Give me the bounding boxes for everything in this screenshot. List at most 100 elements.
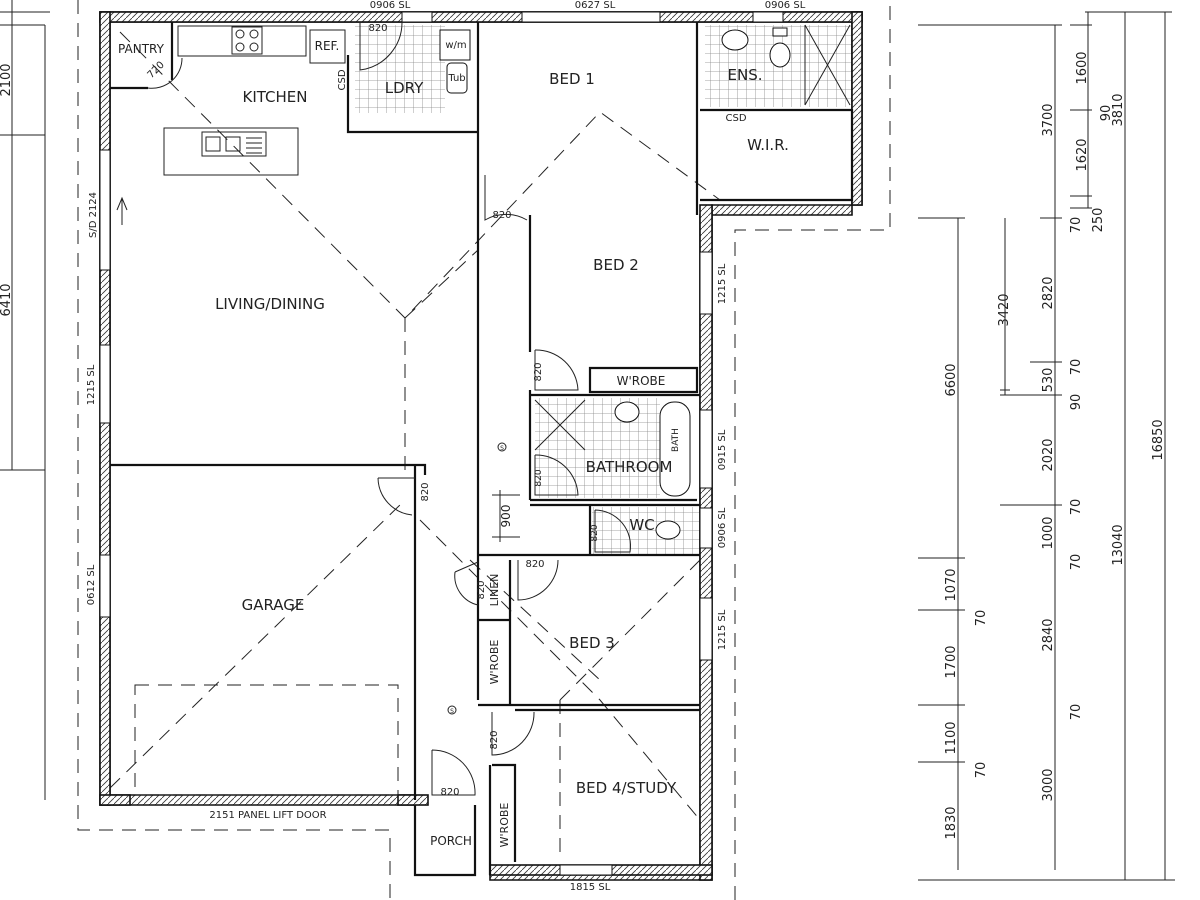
door-size: 820 xyxy=(420,482,431,501)
room-label-linen: LINEN xyxy=(488,574,501,607)
room-label-kitchen: KITCHEN xyxy=(243,88,308,106)
windows xyxy=(99,11,784,876)
room-label-living: LIVING/DINING xyxy=(215,295,325,313)
dimension-label: 2100 xyxy=(0,63,14,96)
dimension-label: 2820 xyxy=(1041,276,1056,309)
door-size: 820 xyxy=(489,730,500,749)
window-label: 1215 SL xyxy=(86,364,97,405)
dimension-label: 70 xyxy=(1069,554,1084,571)
dimension-label: 70 xyxy=(1069,499,1084,516)
door-size: 820 xyxy=(534,469,544,486)
bath-label: BATH xyxy=(671,428,681,452)
dimension-label: 1070 xyxy=(944,568,959,601)
room-label-bed1: BED 1 xyxy=(549,70,595,88)
room-label-ensuite: ENS. xyxy=(728,66,763,84)
doors xyxy=(116,21,631,796)
wet-fixtures xyxy=(439,24,851,540)
room-label-porch: PORCH xyxy=(430,834,472,848)
room-label-wrobe: W'ROBE xyxy=(498,803,511,848)
dimension-label: 1000 xyxy=(1041,516,1056,549)
dimension-label: 530 xyxy=(1041,368,1056,393)
tub-label: Tub xyxy=(447,73,465,84)
dimension-label: 6600 xyxy=(944,363,959,396)
window-label: 0627 SL xyxy=(575,0,616,11)
dimension-label: 3810 xyxy=(1111,93,1126,126)
bath-icon xyxy=(659,401,691,497)
hall-width: 900 xyxy=(499,505,513,528)
dimension-label: 250 xyxy=(1091,208,1106,233)
window-label: 0906 SL xyxy=(370,0,411,11)
room-label-bed4: BED 4/STUDY xyxy=(576,779,677,797)
room-label-bathroom: BATHROOM xyxy=(586,458,673,476)
door-size: 820 xyxy=(476,580,487,599)
window-label: 0915 SL xyxy=(717,429,728,470)
room-label-bed2: BED 2 xyxy=(593,256,639,274)
room-label-wir: W.I.R. xyxy=(747,136,789,154)
csd-label: CSD xyxy=(725,113,746,124)
window-label: 1215 SL xyxy=(717,609,728,650)
room-label-wrobe: W'ROBE xyxy=(488,640,501,685)
dimension-label: 70 xyxy=(1069,217,1084,234)
kitchen-island xyxy=(163,127,299,176)
door-size: 820 xyxy=(533,362,544,381)
internal-walls xyxy=(110,22,854,877)
window-label: 1815 SL xyxy=(570,882,611,893)
room-label-bed3: BED 3 xyxy=(569,634,615,652)
door-size: 820 xyxy=(590,524,600,541)
room-label-wc: WC xyxy=(629,516,654,534)
window-label: 0612 SL xyxy=(86,564,97,605)
sink-icon xyxy=(201,131,267,157)
toilet-icon xyxy=(769,42,791,68)
door-labels: 720 820 820 820 820 820 820 820 820 820 … xyxy=(146,23,600,798)
window-label: 0906 SL xyxy=(717,507,728,548)
smoke-detector-icon xyxy=(497,442,507,452)
dimension-label: 3700 xyxy=(1041,103,1056,136)
dimension-label: 2840 xyxy=(1041,618,1056,651)
window-label: 0906 SL xyxy=(765,0,806,11)
room-labels: PANTRY KITCHEN LIVING/DINING GARAGE LDRY… xyxy=(118,42,789,848)
dimension-label: 1830 xyxy=(944,806,959,839)
room-label-laundry: LDRY xyxy=(385,79,424,97)
fridge-icon xyxy=(309,29,346,64)
door-size: 820 xyxy=(440,787,459,798)
washer-label: w/m xyxy=(445,40,466,51)
smoke-detector-label: S xyxy=(450,708,454,715)
dimension-lines xyxy=(0,0,1175,881)
dimension-label: 16850 xyxy=(1151,419,1166,460)
room-label-wrobe: W'ROBE xyxy=(617,374,666,388)
garage-door-outline xyxy=(134,684,399,796)
door-size: 820 xyxy=(368,23,387,34)
room-label-pantry: PANTRY xyxy=(118,42,165,56)
window-label: 1215 SL xyxy=(717,263,728,304)
washing-machine-icon xyxy=(439,29,471,61)
door-size: 720 xyxy=(146,60,167,81)
dimension-label: 3000 xyxy=(1041,768,1056,801)
dimension-labels: 2100 6410 6600 1070 70 1700 1100 70 1830… xyxy=(0,51,1166,839)
dimension-label: 90 xyxy=(1069,394,1084,411)
dimension-label: 1620 xyxy=(1075,138,1090,171)
dimension-label: 1100 xyxy=(944,721,959,754)
basin-icon xyxy=(721,29,749,51)
dimension-label: 3420 xyxy=(997,293,1012,326)
fixture-labels: REF. w/m Tub BATH CSD CSD xyxy=(315,39,747,452)
kitchen-fixtures xyxy=(147,25,346,176)
toilet-icon xyxy=(655,520,681,540)
window-label: S/D 2124 xyxy=(88,192,99,238)
dimension-label: 2020 xyxy=(1041,438,1056,471)
tub-icon xyxy=(446,62,468,94)
dimension-label: 6410 xyxy=(0,283,14,316)
dimension-label: 70 xyxy=(974,762,989,779)
window-labels: 0906 SL 0627 SL 0906 SL S/D 2124 1215 SL… xyxy=(86,0,806,893)
fridge-label: REF. xyxy=(315,39,340,53)
room-label-garage: GARAGE xyxy=(242,596,305,614)
dimension-label: 70 xyxy=(974,610,989,627)
basin-icon xyxy=(614,401,640,423)
smoke-detector-label: S xyxy=(500,445,504,452)
smoke-detector-icon xyxy=(447,705,457,715)
dimension-label: 90 xyxy=(1099,105,1114,122)
csd-label: CSD xyxy=(337,69,348,90)
dimension-label: 13040 xyxy=(1111,524,1126,565)
dimension-label: 1600 xyxy=(1075,51,1090,84)
cooktop-icon xyxy=(231,26,263,55)
garage-door-label: 2151 PANEL LIFT DOOR xyxy=(209,810,326,821)
